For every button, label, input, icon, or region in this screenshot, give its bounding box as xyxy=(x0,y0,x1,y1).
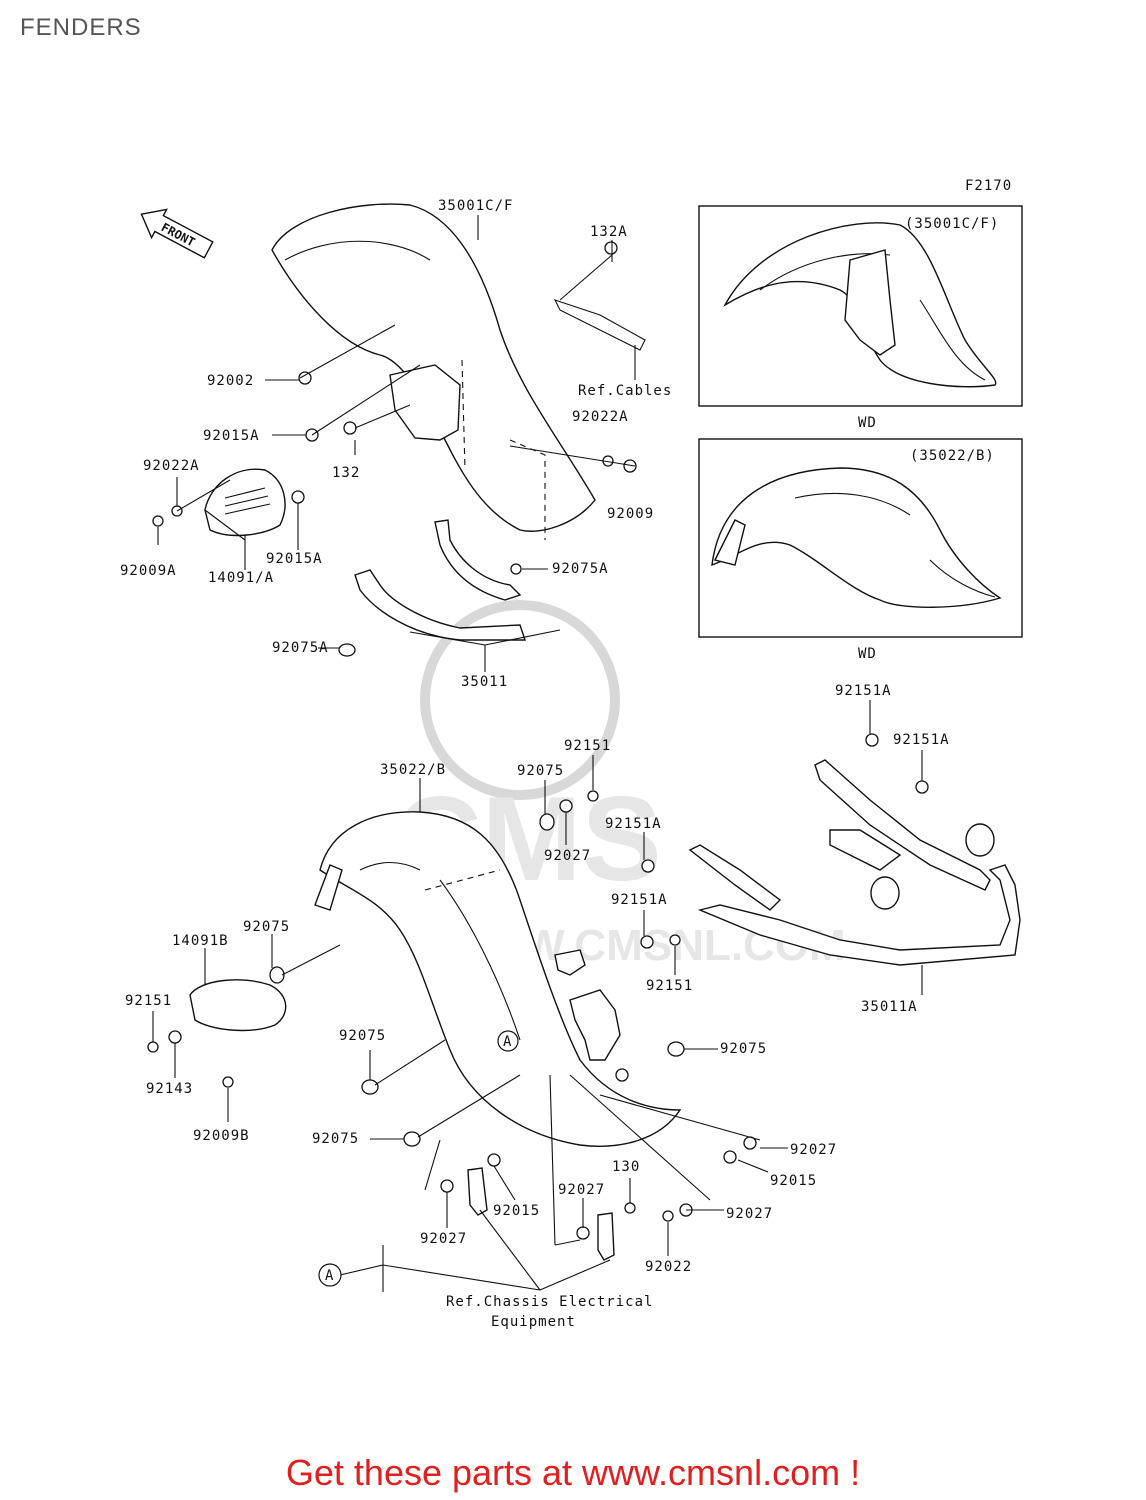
svg-text:A: A xyxy=(325,1268,334,1284)
label-35001CF: 35001C/F xyxy=(438,198,513,214)
label-92027: 92027 xyxy=(420,1231,467,1247)
label-92075: 92075 xyxy=(339,1028,386,1044)
label-92027: 92027 xyxy=(790,1142,837,1158)
rear-fender-35022 xyxy=(314,811,682,1147)
label-92009B: 92009B xyxy=(193,1128,250,1144)
label-35022B: 35022/B xyxy=(380,762,446,778)
label-92151: 92151 xyxy=(125,993,172,1009)
label-92027: 92027 xyxy=(726,1206,773,1222)
cable-clamp xyxy=(553,299,646,351)
label-92075: 92075 xyxy=(517,763,564,779)
label-92015A: 92015A xyxy=(266,551,323,567)
inset2-caption: (35022/B) xyxy=(910,448,995,464)
hardware xyxy=(147,241,929,1292)
inset1-note: WD xyxy=(858,415,877,431)
inset-front-fender xyxy=(698,205,1023,407)
leader-lines xyxy=(152,215,923,1291)
label-92075: 92075 xyxy=(243,919,290,935)
label-92075A: 92075A xyxy=(552,561,609,577)
front-fender-bracket-35011 xyxy=(354,519,526,641)
label-14091B: 14091B xyxy=(172,933,229,949)
label-92075: 92075 xyxy=(312,1131,359,1147)
label-92009: 92009 xyxy=(607,506,654,522)
label-92151A: 92151A xyxy=(835,683,892,699)
label-ref-cables: Ref.Cables xyxy=(578,383,672,399)
label-92015A: 92015A xyxy=(203,428,260,444)
label-92075A: 92075A xyxy=(272,640,329,656)
label-92027: 92027 xyxy=(544,848,591,864)
label-92015: 92015 xyxy=(493,1203,540,1219)
svg-text:A: A xyxy=(503,1034,512,1050)
label-92151: 92151 xyxy=(646,978,693,994)
rear-fender-stay-35011A xyxy=(688,759,1021,966)
cover-14091A xyxy=(204,468,286,537)
label-92143: 92143 xyxy=(146,1081,193,1097)
label-ref-chassis: Ref.Chassis Electrical xyxy=(446,1294,653,1310)
label-92151A: 92151A xyxy=(893,732,950,748)
front-fender-35001 xyxy=(271,203,596,540)
ref-marker-a: A A xyxy=(318,1030,519,1287)
label-92022: 92022 xyxy=(645,1259,692,1275)
inset2-note: WD xyxy=(858,646,877,662)
label-35011: 35011 xyxy=(461,674,508,690)
inset-rear-fender xyxy=(698,438,1023,638)
label-92022A: 92022A xyxy=(143,458,200,474)
part-labels: 35001C/F 132A Ref.Cables 92002 92015A 92… xyxy=(120,198,950,1330)
figure-code: F2170 xyxy=(965,178,1012,194)
label-92151: 92151 xyxy=(564,738,611,754)
label-35011A: 35011A xyxy=(861,999,918,1015)
front-arrow-icon: FRONT xyxy=(140,208,214,259)
footer-link[interactable]: Get these parts at www.cmsnl.com ! xyxy=(285,1452,861,1493)
rear-bracket xyxy=(554,949,621,1061)
label-92022A: 92022A xyxy=(572,409,629,425)
label-130: 130 xyxy=(612,1159,640,1175)
label-ref-chassis-2: Equipment xyxy=(491,1314,576,1330)
inset1-caption: (35001C/F) xyxy=(905,216,999,232)
label-92075: 92075 xyxy=(720,1041,767,1057)
page-title: FENDERS xyxy=(20,14,142,41)
label-92015: 92015 xyxy=(770,1173,817,1189)
label-92002: 92002 xyxy=(207,373,254,389)
label-132A: 132A xyxy=(590,224,628,240)
label-92151A: 92151A xyxy=(605,816,662,832)
label-92027: 92027 xyxy=(558,1182,605,1198)
label-14091A: 14091/A xyxy=(208,570,274,586)
label-92151A: 92151A xyxy=(611,892,668,908)
cover-14091B xyxy=(189,979,287,1032)
label-92009A: 92009A xyxy=(120,563,177,579)
label-132: 132 xyxy=(332,465,360,481)
